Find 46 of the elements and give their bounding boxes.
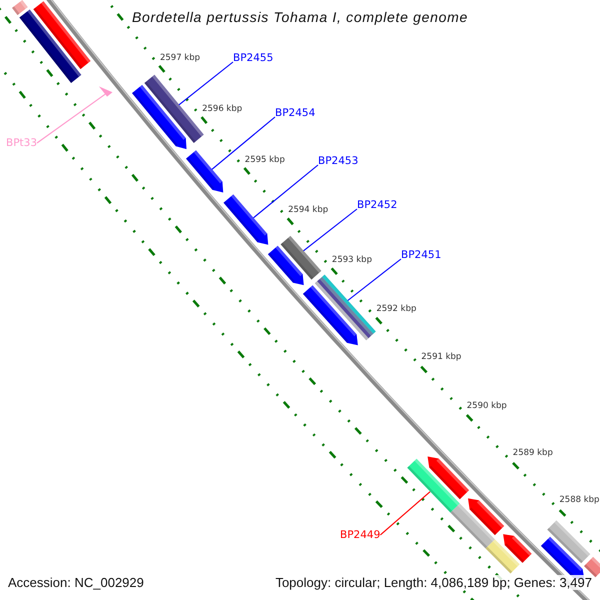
gene-label: BP2452: [357, 199, 398, 211]
gene-feature: [268, 246, 304, 286]
leader-line: [36, 94, 106, 144]
gene-bar: [12, 0, 28, 16]
scale-label: 2592 kbp: [376, 304, 416, 314]
gene-feature: [302, 285, 358, 346]
gene-label: BP2454: [275, 107, 316, 119]
gene-bar: [19, 10, 82, 83]
scale-label: 2588 kbp: [559, 495, 600, 506]
gene-bar: [450, 504, 495, 548]
genome-stats: Topology: circular; Length: 4,086,189 bp; Genes: 3,497: [275, 575, 592, 590]
gene-label: BP2453: [318, 155, 358, 167]
gene-feature: [428, 456, 470, 500]
scale-label: 2590 kbp: [466, 400, 507, 411]
gene-label: BP2451: [401, 249, 442, 261]
scale-label: 2597 kbp: [160, 52, 200, 63]
gene-feature: [186, 150, 224, 192]
scale-label: 2595 kbp: [244, 154, 285, 165]
gene-label: BP2455: [233, 52, 274, 64]
leader-line: [303, 208, 358, 252]
scale-label: 2591 kbp: [421, 352, 462, 362]
scale-label: 2594 kbp: [288, 204, 328, 215]
leader-line: [347, 258, 402, 301]
gene-bar: [33, 1, 91, 70]
map-title: Bordetella pertussis Tohama I, complete genome: [132, 9, 468, 25]
gene-bar: [547, 520, 590, 564]
scale-label: 2593 kbp: [332, 254, 372, 265]
leader-line: [178, 62, 234, 106]
leader-line: [380, 491, 430, 536]
trna-marker: [98, 86, 112, 97]
scale-label: 2589 kbp: [512, 448, 553, 458]
gene-bar: [280, 236, 322, 280]
gene-feature: [468, 498, 504, 536]
gene-bar: [144, 74, 204, 143]
gene-label: BPt33: [6, 137, 38, 149]
gene-feature: [503, 534, 532, 563]
gene-feature: [132, 84, 186, 150]
leader-line: [253, 164, 318, 218]
gene-bar: [486, 539, 520, 574]
gene-label: BP2449: [340, 529, 380, 541]
gene-bar: [407, 458, 460, 513]
accession-text: Accession: NC_002929: [8, 575, 144, 590]
leader-line: [212, 116, 276, 170]
gene-feature: [224, 194, 268, 245]
scale-label: 2596 kbp: [202, 104, 242, 114]
gene-bar: [584, 556, 600, 578]
